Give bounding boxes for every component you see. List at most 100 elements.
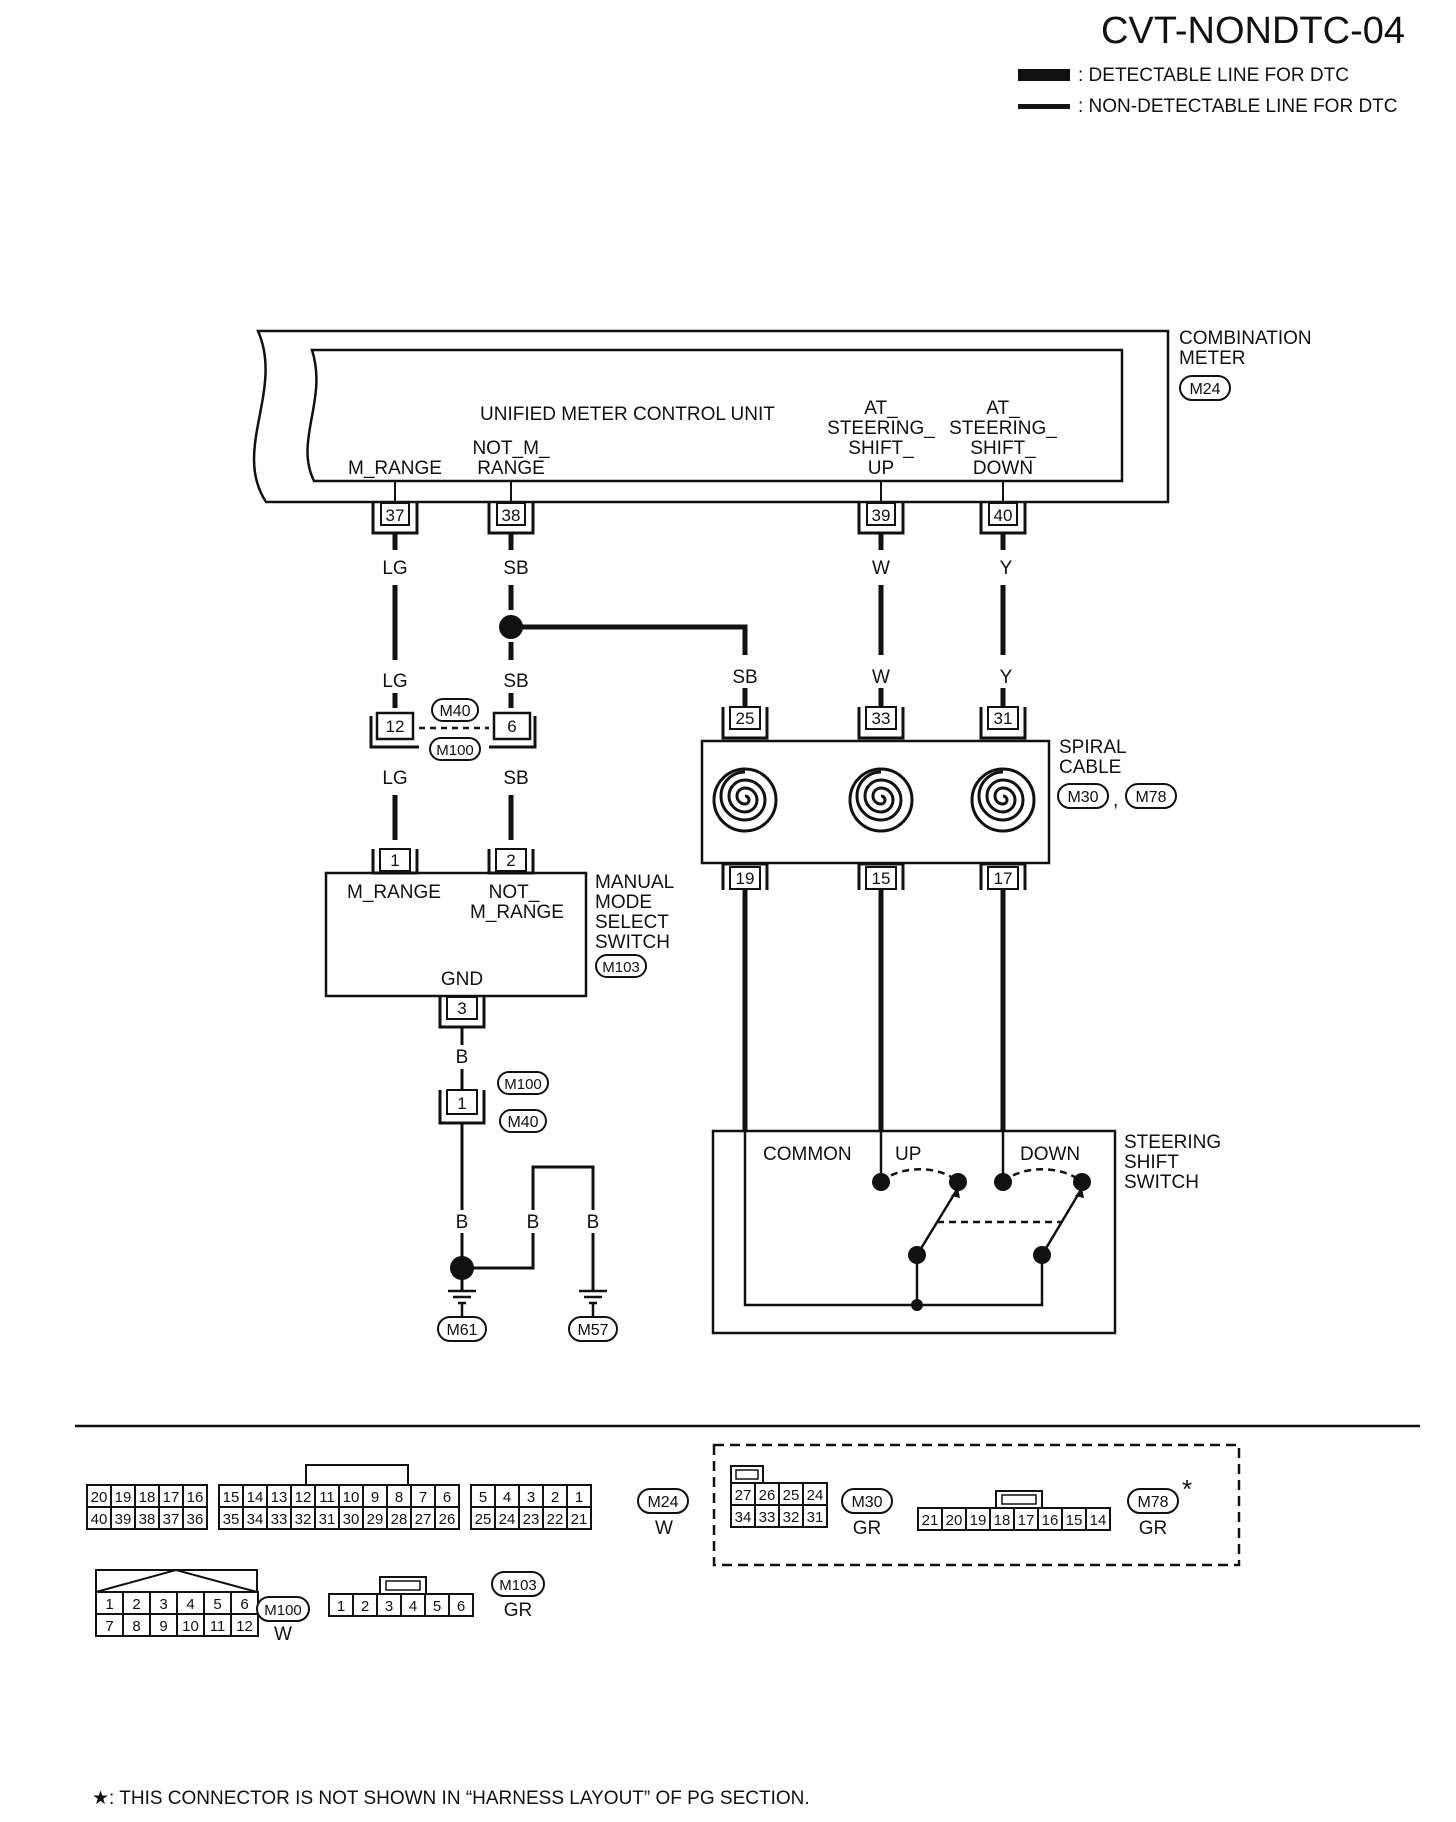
- wire-label-lg-1: LG: [382, 558, 407, 579]
- connector-pin-number: 33: [759, 1509, 776, 1526]
- meter-pin-40: 40: [979, 502, 1027, 535]
- connector-pin-number: 40: [91, 1511, 108, 1528]
- connector-pin-number: 3: [385, 1598, 393, 1615]
- connector-pin-number: 31: [319, 1511, 336, 1528]
- mms-label-1: MANUAL: [595, 872, 674, 893]
- meter-terminal-40-label-2: STEERING_: [949, 418, 1057, 439]
- connector-pin-number: 7: [419, 1489, 427, 1506]
- connector-pin-number: 5: [433, 1598, 441, 1615]
- spiral-top-pin-25: 25: [736, 709, 755, 728]
- spiral-bottom-pin-19: 19: [736, 869, 755, 888]
- ground-m57-tag: [568, 1316, 618, 1342]
- connector-pin-number: 11: [319, 1489, 335, 1506]
- connector-m78-marker: *: [1182, 1474, 1192, 1504]
- connector-pin-number: 1: [575, 1489, 583, 1506]
- meter-terminal-39-label-3: SHIFT_: [848, 438, 914, 459]
- wire-label-lg-3: LG: [382, 768, 407, 789]
- spiral-m78-id: M78: [1135, 789, 1166, 806]
- connector-group-box: [712, 1443, 1241, 1567]
- wire-label-w-2: W: [872, 667, 890, 688]
- connector-pin-number: 36: [187, 1511, 204, 1528]
- spiral-top-pin-33: 33: [872, 709, 891, 728]
- connector-pin-number: 33: [271, 1511, 288, 1528]
- wire-label-lg-2: LG: [382, 671, 407, 692]
- meter-pin-39: 39: [857, 502, 905, 535]
- connector-pin-number: 16: [187, 1489, 204, 1506]
- ground-joint-pin-1: 1: [457, 1094, 466, 1113]
- connector-m24-id: M24: [647, 1494, 678, 1511]
- combination-meter-connector-id: M24: [1189, 381, 1220, 398]
- mms-connector-id: M103: [602, 959, 640, 976]
- ground-m57-id: M57: [577, 1322, 608, 1339]
- wire-label-y-2: Y: [1000, 667, 1013, 688]
- joint-connector-tag-bottom: [429, 737, 481, 761]
- connector-m100-id: M100: [264, 1602, 302, 1619]
- connector-pin-number: 25: [475, 1511, 492, 1528]
- mms-pin-1-label: M_RANGE: [347, 882, 441, 903]
- meter-terminal-38-label-1: NOT_M_: [472, 438, 550, 459]
- ground-wire-label-2: B: [456, 1212, 469, 1233]
- connector-pin-number: 21: [922, 1512, 939, 1529]
- spiral-m78-tag: [1125, 783, 1177, 809]
- meter-terminal-37-label: M_RANGE: [348, 458, 442, 479]
- connector-pin-number: 20: [91, 1489, 108, 1506]
- connector-pin-number: 20: [946, 1512, 963, 1529]
- steering-shift-switch-label-2: SHIFT: [1124, 1152, 1179, 1173]
- meter-pin-37-number: 37: [386, 506, 405, 525]
- ground-wire-label-4: B: [587, 1212, 600, 1233]
- connector-pin-number: 5: [479, 1489, 487, 1506]
- ground-symbols: [448, 1289, 607, 1317]
- spiral-connector-separator: ,: [1113, 790, 1118, 811]
- spiral-cable-label-2: CABLE: [1059, 757, 1121, 778]
- wire-label-sb-2: SB: [503, 671, 528, 692]
- connector-cell: [182, 1506, 208, 1530]
- joint-connector-id-top: M40: [439, 703, 470, 720]
- connector-pin-number: 14: [247, 1489, 264, 1506]
- ss-common-label: COMMON: [763, 1144, 852, 1165]
- connector-pin-number: 1: [337, 1598, 345, 1615]
- connector-pin-number: 23: [523, 1511, 540, 1528]
- combination-meter-connector-tag: [1179, 375, 1231, 401]
- connector-cell: [230, 1613, 259, 1637]
- connector-m24-tag: [637, 1488, 689, 1514]
- wire-label-sb-1: SB: [503, 558, 528, 579]
- connector-pin-number: 4: [503, 1489, 511, 1506]
- joint-connector-m40-m100: 12 6 M40 M100: [369, 698, 537, 761]
- connector-m78-color: GR: [1139, 1518, 1168, 1539]
- connector-pin-number: 27: [415, 1511, 432, 1528]
- meter-pin-37: 37: [371, 502, 419, 535]
- connector-pin-number: 4: [409, 1598, 417, 1615]
- spiral-top-pin-31: 31: [994, 709, 1013, 728]
- common-return-path: [743, 1131, 1044, 1307]
- ground-m61-tag: [437, 1316, 487, 1342]
- spiral-m30-tag: [1057, 783, 1109, 809]
- connector-pin-number: 22: [547, 1511, 564, 1528]
- connector-pin-number: 2: [361, 1598, 369, 1615]
- connector-pin-number: 1: [105, 1596, 113, 1613]
- mms-label-2: MODE: [595, 892, 652, 913]
- connector-pin-number: 34: [735, 1509, 752, 1526]
- mms-pin-2-label-1: NOT_: [489, 882, 540, 903]
- combination-meter-label-2: METER: [1179, 348, 1246, 369]
- ground-joint-id-top: M100: [504, 1076, 542, 1093]
- connector-m78-id: M78: [1137, 1494, 1168, 1511]
- spiral-coil-2: [848, 767, 914, 833]
- connector-pin-number: 4: [186, 1596, 194, 1613]
- legend-detectable-text: : DETECTABLE LINE FOR DTC: [1078, 65, 1349, 86]
- spiral-bottom-pin-15: 15: [872, 869, 891, 888]
- joint-pin-12: 12: [386, 717, 405, 736]
- connector-pin-number: 12: [236, 1618, 253, 1635]
- connector-pin-number: 7: [105, 1618, 113, 1635]
- connector-pin-number: 38: [139, 1511, 156, 1528]
- connector-pin-number: 10: [343, 1489, 360, 1506]
- meter-terminal-39-label-4: UP: [868, 458, 894, 479]
- meter-pin-stubs: [394, 481, 1004, 502]
- spiral-coil-1: [712, 767, 778, 833]
- wire-label-sb-3: SB: [503, 768, 528, 789]
- connector-pin-number: 26: [759, 1487, 776, 1504]
- connector-pin-number: 5: [213, 1596, 221, 1613]
